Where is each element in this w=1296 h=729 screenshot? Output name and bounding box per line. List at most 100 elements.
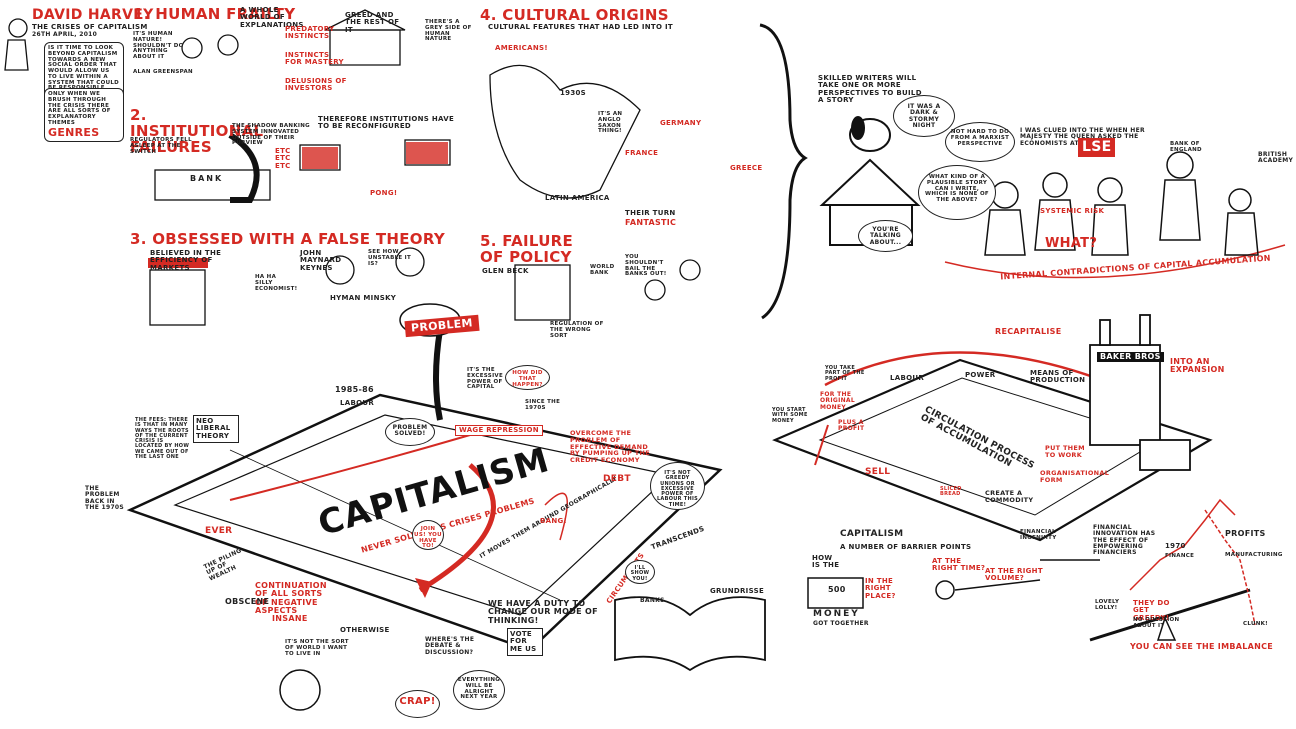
s4-label: IT'S AN ANGLO SAXON THING! (598, 111, 623, 135)
insane-label: INSANE (272, 614, 308, 623)
show-you-bubble: I'LL SHOW YOU! (625, 560, 655, 584)
board-year: 1985-86 (335, 385, 374, 394)
barriers-subtitle: A NUMBER OF BARRIER POINTS (840, 543, 972, 551)
s5-label: WORLD BANK (590, 264, 615, 276)
s2-label: THE SHADOW BANKING SYSTEM INNOVATED OUTS… (232, 123, 310, 147)
section-1-note: A WHOLE WORLD OF EXPLANATIONS (240, 6, 304, 29)
s5-label: GLEN BECK (482, 267, 529, 275)
year-1970: 1970 (1165, 542, 1186, 550)
s2-bank-sign: BANK (190, 174, 224, 183)
clunk-label: CLUNK! (1243, 621, 1268, 627)
ever-label: EVER (205, 526, 233, 536)
wage-repression: WAGE REPRESSION (455, 425, 543, 437)
s1-label: GREED AND THE REST OF IT (345, 11, 400, 34)
s4-label: GERMANY (660, 119, 702, 127)
bank-of-england: BANK OF ENGLAND (1170, 141, 1202, 153)
s3-label: HYMAN MINSKY (330, 294, 397, 302)
create-commodity-label: CREATE A COMMODITY (985, 489, 1034, 504)
s1-label: PREDATORY INSTINCTS (285, 25, 335, 41)
recapitalise-label: RECAPITALISE (995, 327, 1062, 336)
money-label: MONEY (813, 609, 860, 619)
debate-text: WHERE'S THE DEBATE & DISCUSSION? (425, 636, 475, 656)
banks-label: BANKS (640, 597, 665, 604)
s4-label: FANTASTIC (625, 218, 677, 227)
put-work-label: PUT THEM TO WORK (1045, 444, 1085, 459)
british-academy: BRITISH ACADEMY (1258, 151, 1294, 165)
sell-label: SELL (865, 467, 891, 477)
since-1970s: SINCE THE 1970s (525, 399, 561, 411)
baker-bros-sign: BAKER BROS (1097, 352, 1164, 363)
talking-bubble: YOU'RE TALKING ABOUT... (858, 220, 913, 252)
barriers-title: CAPITALISM (840, 529, 904, 539)
excessive-power: IT'S THE EXCESSIVE POWER OF CAPITAL (467, 367, 504, 391)
s3-label: JOHN MAYNARD KEYNES (300, 249, 342, 272)
get-greedy: THEY DO GET GREEDY! (1133, 599, 1170, 622)
fees-text: THE FEES: THERE IS THAT IN MANY WAYS THE… (135, 417, 190, 460)
join-us-bubble: JOIN US! YOU HAVE TO! (412, 520, 444, 550)
financial-ingenuity: FINANCIAL INGENUITY (1020, 529, 1057, 541)
section-3-title: 3. OBSESSED WITH A FALSE THEORY (130, 230, 446, 248)
section-1-title: 1. HUMAN FRAILTY (133, 5, 296, 23)
neo-liberal-sign: NEO LIBERAL THEORY (193, 415, 239, 444)
alright-bubble: EVERYTHING WILL BE ALRIGHT NEXT YEAR (453, 670, 505, 710)
lovely-lolly: LOVELY LOLLY! (1095, 599, 1120, 611)
section-2-title: 2. INSTITUTIONAL FAILURES (130, 106, 264, 156)
problem-solved-bubble: PROBLEM SOLVED! (385, 418, 435, 446)
marxist-bubble: NOT HARD TO DO FROM A MARXIST PERSPECTIV… (945, 122, 1015, 162)
s1-label: THERE'S A GREY SIDE OF HUMAN NATURE (425, 19, 472, 43)
original-money-label: FOR THE ORIGINAL MONEY (820, 391, 855, 411)
overcome-problem: OVERCOME THE PROBLEM OF EFFECTIVE DEMAND… (570, 429, 651, 465)
s4-label: LATIN AMERICA (545, 194, 610, 202)
snoopy-intro: SKILLED WRITERS WILL TAKE ONE OR MORE PE… (818, 74, 922, 105)
banknote-value: 500 (828, 585, 846, 594)
no-question: NO QUESTION ABOUT IT (1133, 617, 1180, 629)
talk-subtitle: THE CRISES of CAPITALISM (32, 23, 148, 31)
s5-label: REGULATION OF THE WRONG SORT (550, 321, 604, 339)
grundrisse-label: GRUNDRISSE (710, 587, 765, 595)
section-4-title: 4. CULTURAL ORIGINS (480, 6, 669, 24)
what-label: WHAT? (1045, 236, 1098, 251)
queen-text: I WAS CLUED INTO THE WHEN HER MAJESTY TH… (1020, 127, 1145, 147)
section-4-note: CULTURAL FEATURES THAT HAD LED INTO IT (488, 23, 673, 31)
take-part-label: YOU TAKE PART OF THE PROFIT (825, 365, 865, 382)
genres-label: GENRES (48, 125, 100, 139)
s5-label: YOU SHOULDN'T BAIL THE BANKS OUT! (625, 254, 667, 278)
problem-back: THE PROBLEM BACK IN THE 1970s (85, 485, 125, 511)
talk-date: 26th APRIL, 2010 (32, 31, 98, 38)
duty-text: WE HAVE A DUTY TO CHANGE OUR MODE OF THI… (488, 599, 598, 625)
snoopy-bubble: IT WAS A DARK & STORMY NIGHT (893, 95, 955, 137)
financial-innovation: FINANCIAL INNOVATION HAS THE EFFECT OF E… (1093, 524, 1156, 557)
s1-label: ALAN GREENSPAN (133, 69, 193, 75)
plausible-story-bubble: WHAT KIND OF A PLAUSIBLE STORY CAN I WRI… (918, 165, 996, 220)
continuation-text: CONTINUATION OF ALL SORTS OF NEGATIVE AS… (255, 581, 327, 616)
imbalance-label: YOU CAN SEE THE IMBALANCE (1130, 642, 1274, 651)
s1-label: INSTINCTS FOR MASTERY (285, 51, 344, 67)
board-labour: LABOUR (340, 399, 375, 407)
genres-text: ONLY WHEN WE BRUSH THROUGH THE CRISIS TH… (48, 91, 111, 126)
genres-box: ONLY WHEN WE BRUSH THROUGH THE CRISIS TH… (44, 88, 124, 143)
got-together: GOT TOGETHER (813, 620, 869, 627)
s4-label: GREECE (730, 164, 763, 172)
right-volume: AT THE RIGHT VOLUME? (985, 567, 1043, 583)
s2-label: THEREFORE INSTITUTIONS HAVE TO BE RECONF… (318, 115, 455, 131)
otherwise-label: OTHERWISE (340, 626, 390, 634)
section-5-title: 5. FAILURE OF POLICY (480, 232, 574, 266)
profits-label: PROFITS (1225, 529, 1266, 538)
s3-label: BELIEVED IN THE EFFICIENCY OF MARKETS (150, 249, 222, 272)
org-form-label: ORGANISATIONAL FORM (1040, 469, 1110, 484)
s2-label: ETC ETC ETC (275, 147, 291, 170)
s4-label: 1930s (560, 89, 587, 97)
s2-label: REGULATORS FELL ASLEEP AT THE SWITCH (130, 137, 192, 155)
crap-bubble: CRAP! (395, 690, 440, 718)
vote-sign: VOTE FOR ME US (507, 628, 543, 657)
not-world-text: IT'S NOT THE SORT OF WORLD I WANT TO LIV… (285, 639, 349, 657)
s3-label: HA HA SILLY ECONOMIST! (255, 274, 298, 292)
s3-label: SEE HOW UNSTABLE IT IS? (368, 249, 412, 267)
lse-logo: LSE (1078, 138, 1116, 157)
not-greedy-bubble: IT'S NOT GREEDY UNIONS OR EXCESSIVE POWE… (650, 462, 705, 510)
debt-label: DEBT (603, 474, 631, 484)
systemic-risk: SYSTEMIC RISK (1040, 207, 1105, 215)
author-name: DAVID HARVEY (32, 7, 154, 23)
how-did-bubble: HOW DID THAT HAPPEN? (505, 365, 550, 390)
power-label: POWER (965, 371, 996, 379)
